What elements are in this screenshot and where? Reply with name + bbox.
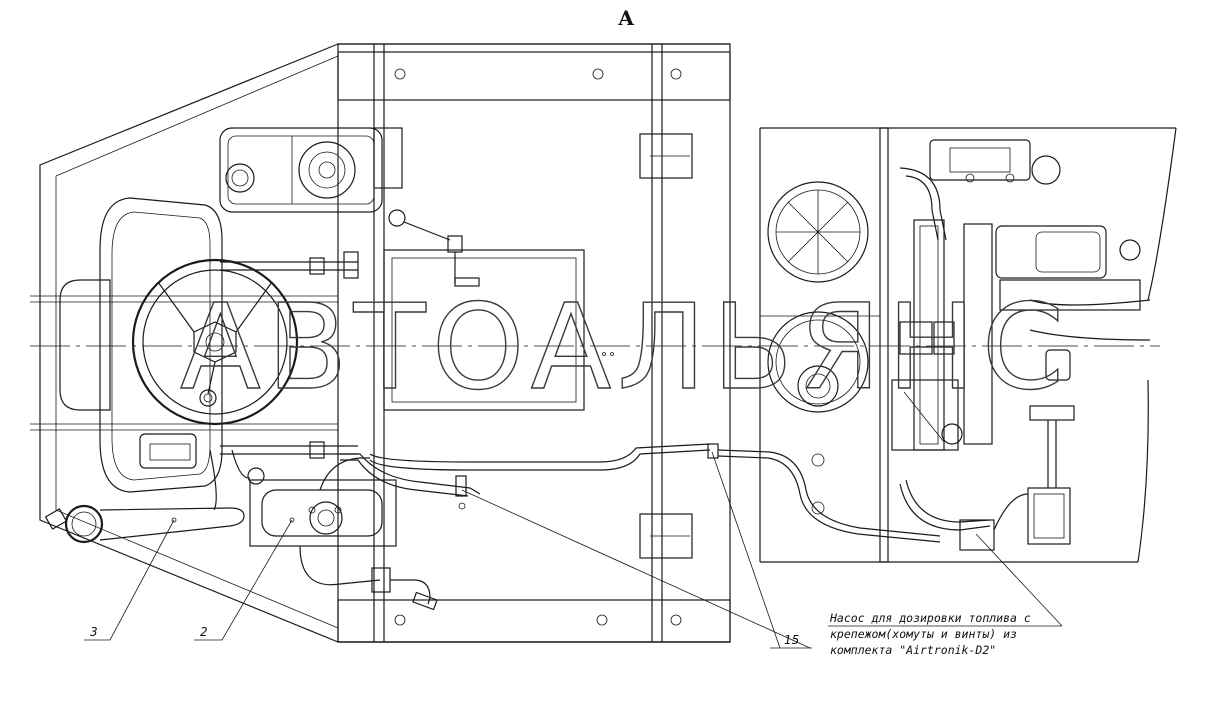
note-line-1: Насос для дозировки топлива с <box>829 611 1031 625</box>
fuel-line <box>340 443 941 543</box>
callout-2: 2 <box>200 625 208 639</box>
callout-15: 15 <box>784 633 799 647</box>
leaders <box>84 451 1063 649</box>
seat-block <box>219 127 403 213</box>
fuel-tank <box>44 449 265 544</box>
steering-wheel <box>131 258 299 426</box>
chassis-lines <box>30 251 1160 459</box>
engine-compartment <box>759 127 1177 563</box>
heater-unit <box>249 457 438 611</box>
note-line-3: комплекта "Airtronik-D2" <box>830 643 996 657</box>
view-label: А <box>618 6 635 30</box>
callout-3: 3 <box>90 625 98 639</box>
gear-lever <box>388 209 480 287</box>
driver-seat <box>59 197 223 493</box>
watermark: АВТОАЛЬЯНС <box>180 278 1070 416</box>
note-line-2: крепежом(хомуты и винты) из <box>830 627 1017 641</box>
frame <box>337 43 731 643</box>
